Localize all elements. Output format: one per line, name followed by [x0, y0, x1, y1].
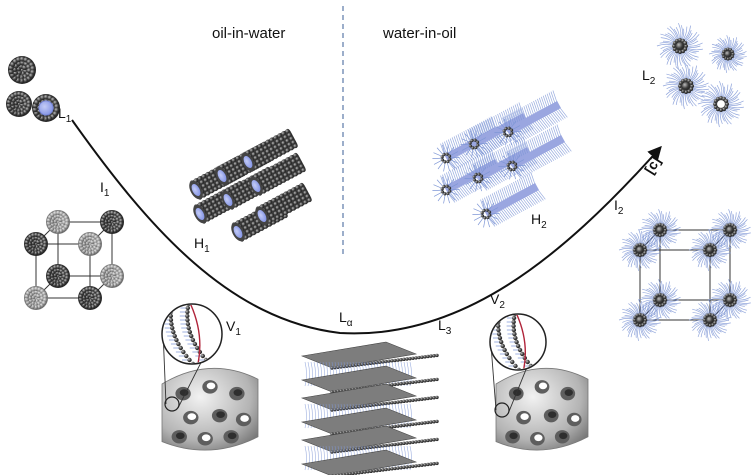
- bicontinuous-illustration-V1: [161, 303, 259, 451]
- inverse-cubic-illustration-I2: [618, 209, 751, 342]
- lamellar-illustration-La: [300, 341, 439, 475]
- bicontinuous-illustration-V2: [489, 313, 589, 451]
- region-label-oil-in-water: oil-in-water: [212, 25, 285, 42]
- phase-label-V2: V2: [490, 291, 505, 311]
- phase-label-La: Lα: [339, 309, 353, 329]
- reverse-micelle-illustration-L2: [656, 22, 747, 128]
- micelle-illustration-L1: [6, 56, 60, 122]
- concentration-label: [c]: [641, 154, 664, 177]
- hexagonal-illustration-H1: [189, 128, 312, 242]
- concentration-curve: [71, 119, 662, 335]
- phase-label-I2: I2: [614, 197, 624, 217]
- region-label-water-in-oil: water-in-oil: [382, 25, 456, 42]
- phase-label-L3: L3: [438, 317, 452, 337]
- phase-label-V1: V1: [226, 318, 241, 338]
- phase-label-H2: H2: [531, 211, 547, 231]
- phase-label-L1: L1: [58, 105, 72, 125]
- phase-label-I1: I1: [100, 179, 110, 199]
- phase-label-L2: L2: [642, 67, 656, 87]
- inverse-hexagonal-illustration-H2: [432, 90, 572, 228]
- phase-label-H1: H1: [194, 235, 210, 255]
- cubic-micelle-illustration-I1: [24, 210, 124, 310]
